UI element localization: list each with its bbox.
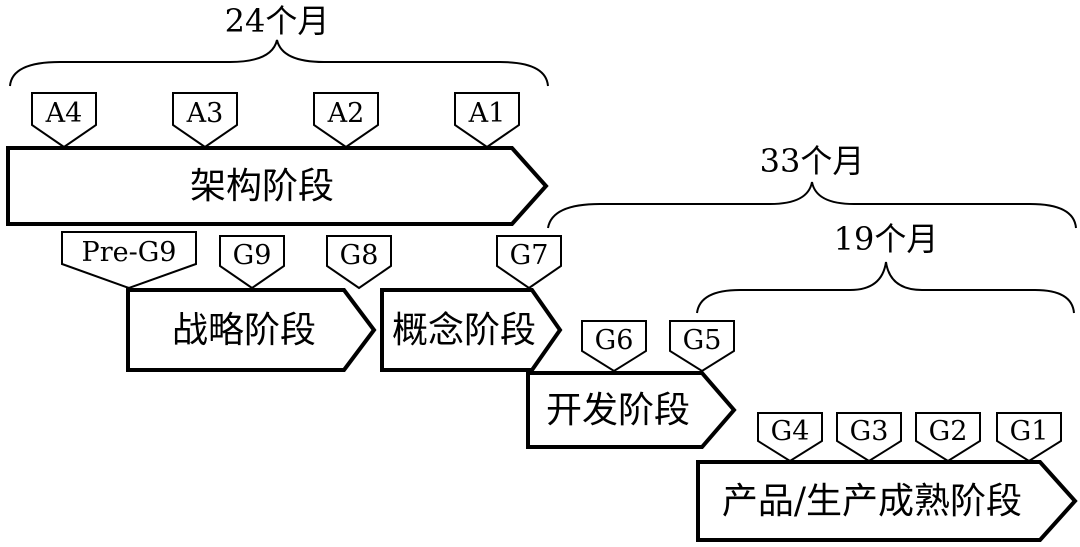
gate-label-g2: G2 xyxy=(929,416,968,447)
span-label-19: 19个月 xyxy=(834,220,939,258)
phase-label-product-maturity: 产品/生产成熟阶段 xyxy=(722,481,1022,522)
gate-label-g6: G6 xyxy=(595,325,634,356)
phase-label-concept: 概念阶段 xyxy=(392,310,536,351)
brace-24-months: 24个月 xyxy=(9,2,549,87)
phase-product-maturity: 产品/生产成熟阶段 xyxy=(696,460,1078,542)
phase-label-strategy: 战略阶段 xyxy=(172,310,316,351)
gate-g5: G5 xyxy=(669,320,735,373)
gate-label-g4: G4 xyxy=(771,416,810,447)
gate-label-g9: G9 xyxy=(233,240,272,271)
gate-g7: G7 xyxy=(496,235,562,290)
gate-pre-g9: Pre-G9 xyxy=(61,231,197,290)
gate-g4: G4 xyxy=(757,412,823,463)
gate-label-a1: A1 xyxy=(468,98,506,129)
brace-19-months: 19个月 xyxy=(696,220,1075,314)
gate-a3: A3 xyxy=(172,92,238,149)
phase-label-architecture: 架构阶段 xyxy=(190,166,334,207)
gate-label-a4: A4 xyxy=(45,98,83,129)
span-label-33: 33个月 xyxy=(760,142,865,180)
gate-g8: G8 xyxy=(326,235,392,290)
gate-g3: G3 xyxy=(836,412,902,463)
gate-a1: A1 xyxy=(454,92,520,149)
gate-g9: G9 xyxy=(219,235,285,290)
gate-a2: A2 xyxy=(313,92,379,149)
gate-g1: G1 xyxy=(996,412,1062,463)
gate-label-pre-g9: Pre-G9 xyxy=(82,237,177,268)
gate-g6: G6 xyxy=(581,320,647,373)
gate-label-a2: A2 xyxy=(327,98,365,129)
gate-label-g1: G1 xyxy=(1010,416,1049,447)
gate-label-g8: G8 xyxy=(340,240,379,271)
phase-label-development: 开发阶段 xyxy=(546,390,690,431)
gate-g2: G2 xyxy=(915,412,981,463)
span-label-24: 24个月 xyxy=(225,2,330,40)
phase-architecture: 架构阶段 xyxy=(6,146,549,226)
gate-a4: A4 xyxy=(31,92,97,149)
gate-label-g5: G5 xyxy=(683,325,722,356)
gate-label-a3: A3 xyxy=(186,98,224,129)
phase-strategy: 战略阶段 xyxy=(126,288,377,372)
brace-33-months: 33个月 xyxy=(547,142,1077,229)
gate-label-g7: G7 xyxy=(510,240,549,271)
phase-concept: 概念阶段 xyxy=(380,288,563,372)
gate-label-g3: G3 xyxy=(850,416,889,447)
phase-development: 开发阶段 xyxy=(526,371,737,449)
